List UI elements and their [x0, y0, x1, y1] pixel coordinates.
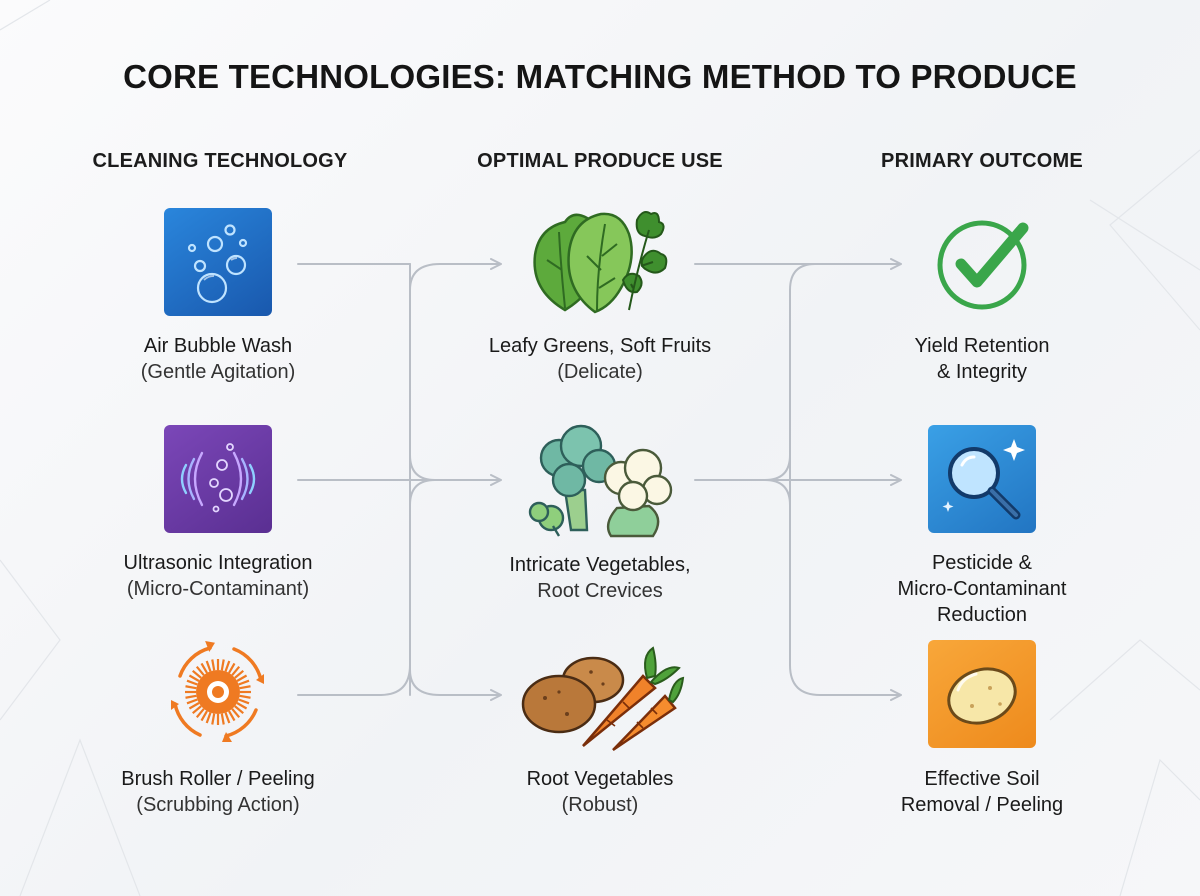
brush-bristle	[192, 669, 202, 679]
technology-name: Air Bubble Wash	[143, 335, 293, 357]
brush-bristle	[205, 712, 212, 724]
produce-name: Intricate Vegetables,	[509, 554, 691, 576]
produce-subtitle: Root Crevices	[537, 580, 663, 602]
brush-bristle	[220, 659, 225, 671]
brush-bristle	[238, 698, 250, 705]
brush-bristle	[211, 713, 216, 725]
technology-subtitle: (Micro-Contaminant)	[126, 578, 310, 600]
outcome-line: Removal / Peeling	[900, 794, 1064, 816]
brush-bristle	[224, 712, 231, 724]
brush-bristle	[228, 662, 236, 674]
sound-waves-icon	[164, 425, 272, 533]
brush-bristle	[186, 698, 198, 705]
brush-bristle	[188, 674, 200, 682]
brush-bristle	[200, 662, 208, 674]
brush-bristle	[236, 702, 248, 710]
outcome-line: Pesticide &	[931, 552, 1033, 574]
technology-subtitle: (Gentle Agitation)	[140, 361, 296, 383]
outcome-soil-removal: Effective Soil Removal / Peeling	[812, 640, 1152, 820]
technology-label: Brush Roller / Peeling (Scrubbing Action…	[48, 766, 388, 818]
produce-leafy-greens: Leafy Greens, Soft Fruits (Delicate)	[430, 200, 770, 395]
brush-bristle	[186, 679, 198, 686]
column-header-produce: OPTIMAL PRODUCE USE	[477, 150, 723, 172]
brush-bristle	[239, 685, 251, 690]
produce-name: Leafy Greens, Soft Fruits	[488, 335, 712, 357]
outcome-yield-retention: Yield Retention & Integrity	[812, 210, 1152, 395]
technology-air-bubble-wash: Air Bubble Wash (Gentle Agitation)	[48, 205, 388, 395]
page-title: CORE TECHNOLOGIES: MATCHING METHOD TO PR…	[123, 58, 1077, 95]
brush-bristle	[236, 674, 248, 682]
potato-carrot-icon	[515, 642, 685, 752]
produce-name: Root Vegetables	[526, 768, 674, 790]
magnifier-icon	[928, 425, 1036, 533]
outcome-line: Effective Soil	[924, 768, 1040, 790]
outcome-label: Yield Retention & Integrity	[812, 333, 1152, 385]
brush-bristle	[234, 705, 244, 715]
technology-name: Brush Roller / Peeling	[121, 768, 315, 790]
brush-bristle	[224, 660, 231, 672]
produce-intricate-vegetables: Intricate Vegetables, Root Crevices	[430, 418, 770, 613]
brush-bristle	[195, 666, 205, 676]
brush-bristle	[200, 710, 208, 722]
technology-subtitle: (Scrubbing Action)	[136, 794, 300, 816]
produce-label: Root Vegetables (Robust)	[430, 766, 770, 818]
brush-bristle	[228, 710, 236, 722]
brush-bristle	[238, 679, 250, 686]
brush-bristle	[185, 685, 197, 690]
produce-subtitle: (Delicate)	[557, 361, 643, 383]
outcome-line: & Integrity	[936, 361, 1028, 383]
produce-label: Intricate Vegetables, Root Crevices	[430, 552, 770, 604]
outcome-label: Effective Soil Removal / Peeling	[812, 766, 1152, 818]
outcome-label: Pesticide & Micro-Contaminant Reduction	[812, 550, 1152, 628]
brush-bristle	[185, 694, 197, 699]
column-header-outcome: PRIMARY OUTCOME	[881, 150, 1083, 172]
connector-trunk-produce2b	[409, 479, 436, 506]
brush-bristle	[192, 705, 202, 715]
connector-trunk-right-top	[789, 263, 816, 291]
bubbles-icon	[164, 208, 272, 316]
outcome-line: Yield Retention	[914, 335, 1050, 357]
technology-ultrasonic: Ultrasonic Integration (Micro-Contaminan…	[48, 422, 388, 612]
connector-trunk-right-mid2	[764, 479, 791, 506]
brush-bristle	[195, 708, 205, 718]
broccoli-cauliflower-icon	[525, 418, 675, 542]
technology-name: Ultrasonic Integration	[123, 552, 313, 574]
brush-bristle	[234, 669, 244, 679]
brush-bristle	[239, 694, 251, 699]
technology-label: Ultrasonic Integration (Micro-Contaminan…	[48, 550, 388, 602]
connector-trunk-produce3	[409, 669, 502, 701]
checkmark-icon	[927, 210, 1037, 320]
brush-bristle	[211, 659, 216, 671]
potato-icon	[928, 640, 1036, 748]
produce-label: Leafy Greens, Soft Fruits (Delicate)	[430, 333, 770, 385]
brush-roller-icon	[158, 632, 278, 752]
connector-trunk-produce1	[409, 258, 502, 291]
produce-root-vegetables: Root Vegetables (Robust)	[430, 642, 770, 822]
brush-bristle	[188, 702, 200, 710]
connector-trunk-outcome3	[789, 664, 902, 701]
column-header-technology: CLEANING TECHNOLOGY	[92, 150, 348, 172]
outcome-pesticide-reduction: Pesticide & Micro-Contaminant Reduction	[812, 422, 1152, 632]
leafy-greens-icon	[525, 200, 675, 320]
produce-subtitle: (Robust)	[561, 794, 639, 816]
technology-brush-roller: Brush Roller / Peeling (Scrubbing Action…	[48, 632, 388, 822]
outcome-line: Micro-Contaminant	[897, 578, 1067, 600]
brush-bristle	[220, 713, 225, 725]
brush-bristle	[205, 660, 212, 672]
brush-bristle	[231, 666, 241, 676]
outcome-line: Reduction	[936, 604, 1028, 626]
brush-bristle	[231, 708, 241, 718]
technology-label: Air Bubble Wash (Gentle Agitation)	[48, 333, 388, 385]
